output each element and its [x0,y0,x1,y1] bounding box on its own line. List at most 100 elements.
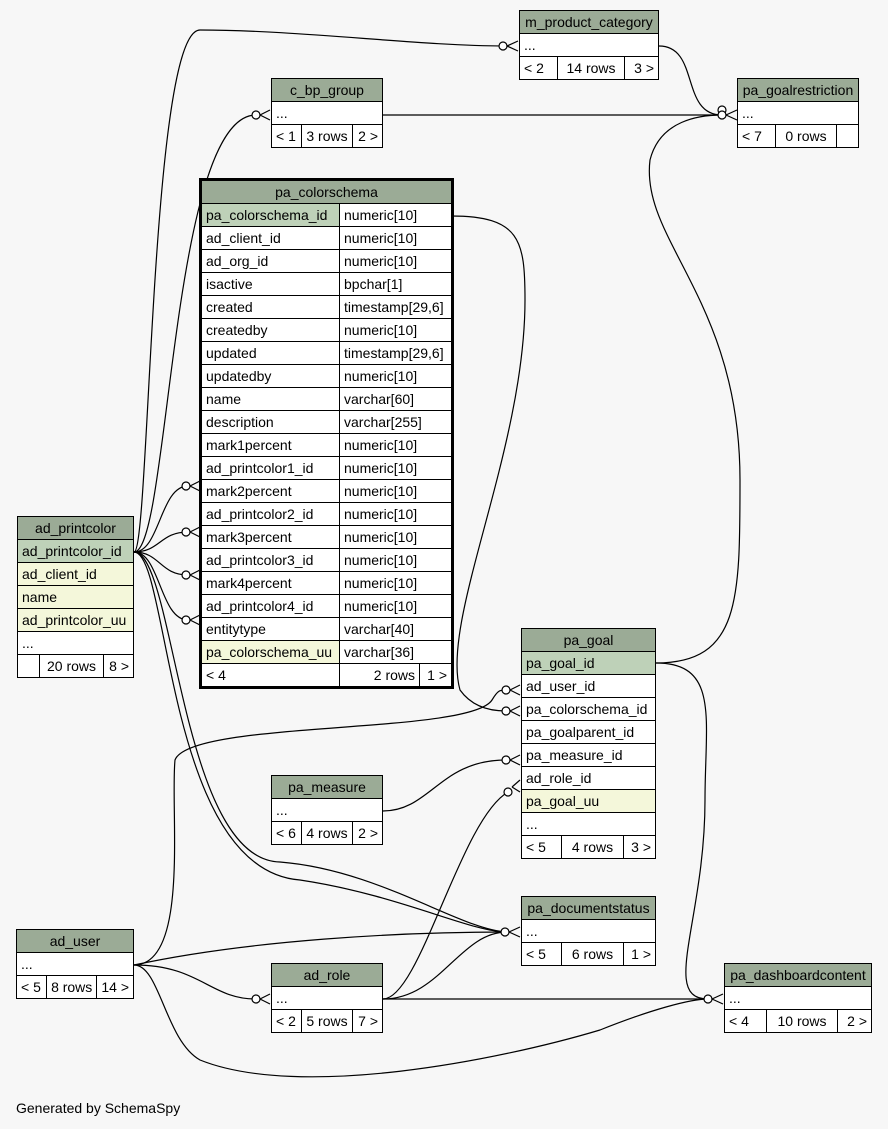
column-name[interactable]: ad_printcolor2_id [201,502,340,526]
table-title[interactable]: pa_dashboardcontent [724,963,872,987]
column-name[interactable]: ad_user_id [521,674,656,698]
column-name[interactable]: ad_client_id [17,562,134,586]
next-link[interactable]: 7 > [352,1009,383,1033]
column-row[interactable]: pa_goalparent_id [521,720,656,744]
table-title[interactable]: m_product_category [519,10,659,34]
column-name[interactable]: mark2percent [201,479,340,503]
prev-link[interactable]: < 7 [737,124,776,148]
next-link[interactable]: 8 > [103,654,134,678]
next-link[interactable]: 2 > [352,821,383,845]
prev-link[interactable]: < 2 [519,56,558,80]
column-name[interactable]: ad_printcolor_id [17,539,134,563]
column-name[interactable]: createdby [201,318,340,342]
prev-link[interactable]: < 5 [521,835,562,859]
next-link[interactable]: 2 > [352,124,383,148]
column-row[interactable]: ad_printcolor_id [17,539,134,563]
column-row[interactable]: pa_measure_id [521,743,656,767]
prev-link[interactable]: < 6 [271,821,302,845]
table-title[interactable]: c_bp_group [271,78,383,102]
column-name[interactable]: entitytype [201,617,340,641]
column-name[interactable]: ad_printcolor4_id [201,594,340,618]
prev-link[interactable]: < 5 [521,942,562,966]
prev-link[interactable]: < 5 [16,975,47,999]
prev-link[interactable] [17,654,40,678]
column-name[interactable]: mark3percent [201,525,340,549]
column-name[interactable]: updated [201,341,340,365]
column-row[interactable]: ... [521,812,656,836]
column-row[interactable]: ad_role_id [521,766,656,790]
column-name[interactable]: created [201,295,340,319]
column-name[interactable]: name [201,387,340,411]
column-name[interactable]: ... [521,812,656,836]
column-name[interactable]: mark4percent [201,571,340,595]
column-row[interactable]: pa_goal_uu [521,789,656,813]
column-name[interactable]: isactive [201,272,340,296]
next-link[interactable]: 3 > [624,56,659,80]
column-name[interactable]: ad_client_id [201,226,340,250]
prev-link[interactable]: < 4 [201,663,340,687]
column-row[interactable]: ad_user_id [521,674,656,698]
column-name[interactable]: pa_colorschema_id [201,203,340,227]
prev-link[interactable]: < 4 [724,1009,767,1033]
next-link[interactable]: 3 > [623,835,656,859]
column-name[interactable]: ad_printcolor3_id [201,548,340,572]
table-title[interactable]: ad_user [16,929,134,953]
table-pa_measure[interactable]: pa_measure ... < 6 4 rows 2 > [271,775,383,845]
table-m_product_category[interactable]: m_product_category ... < 2 14 rows 3 > [519,10,659,80]
column-name[interactable]: ad_role_id [521,766,656,790]
column-name[interactable]: pa_goalparent_id [521,720,656,744]
column-row[interactable]: name [17,585,134,609]
column-name[interactable]: pa_goal_id [521,651,656,675]
column-row[interactable]: pa_colorschema_id [521,697,656,721]
table-c_bp_group[interactable]: c_bp_group ... < 1 3 rows 2 > [271,78,383,148]
table-ad_user[interactable]: ad_user ... < 5 8 rows 14 > [16,929,134,999]
prev-link[interactable]: < 2 [271,1009,302,1033]
table-title[interactable]: pa_goalrestriction [737,78,859,102]
table-ad_role[interactable]: ad_role ... < 2 5 rows 7 > [271,963,383,1033]
column-row[interactable]: ... [17,631,134,655]
next-link[interactable]: 2 > [837,1009,872,1033]
next-link[interactable] [836,124,859,148]
column-name[interactable]: ad_org_id [201,249,340,273]
table-title[interactable]: ad_printcolor [17,516,134,540]
column-name[interactable]: updatedby [201,364,340,388]
table-title[interactable]: pa_measure [271,775,383,799]
table-title[interactable]: pa_documentstatus [521,896,656,920]
prev-link[interactable]: < 1 [271,124,302,148]
column-row[interactable]: ad_client_id [17,562,134,586]
column-name[interactable]: pa_goal_uu [521,789,656,813]
table-pa_documentstatus[interactable]: pa_documentstatus ... < 5 6 rows 1 > [521,896,656,966]
table-title[interactable]: pa_goal [521,628,656,652]
column-name[interactable]: pa_measure_id [521,743,656,767]
column-row[interactable]: ad_printcolor_uu [17,608,134,632]
next-link[interactable]: 1 > [419,663,452,687]
table-pa_goalrestriction[interactable]: pa_goalrestriction ... < 7 0 rows [737,78,859,148]
next-link[interactable]: 1 > [623,942,656,966]
column-name[interactable]: name [17,585,134,609]
column-name[interactable]: mark1percent [201,433,340,457]
table-pa_dashboardcontent[interactable]: pa_dashboardcontent ... < 4 10 rows 2 > [724,963,872,1033]
table-title[interactable]: pa_colorschema [201,180,452,204]
column-name[interactable]: pa_colorschema_id [521,697,656,721]
